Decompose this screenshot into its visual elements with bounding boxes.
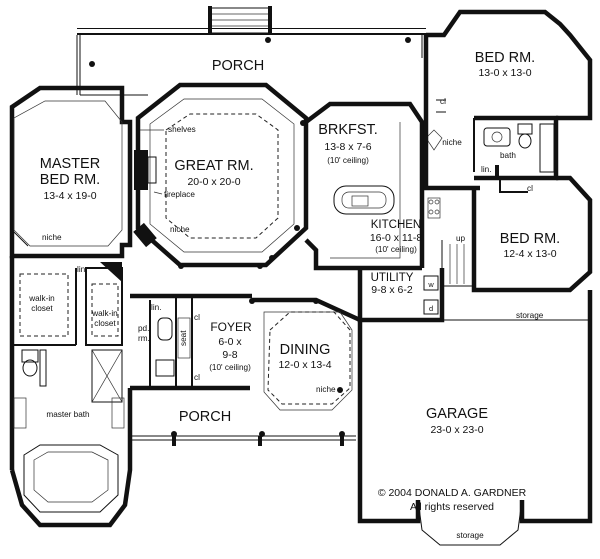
washer-label: w <box>427 280 434 289</box>
brkfst-note: (10' ceiling) <box>327 156 369 165</box>
master-dims: 13-4 x 19-0 <box>43 190 96 202</box>
walkin1-label-1: walk-in <box>28 294 55 303</box>
fireplace-label: fireplace <box>164 190 195 199</box>
bath-label: bath <box>500 151 516 160</box>
stair-up-label: up <box>456 234 466 243</box>
dryer-label: d <box>429 304 433 313</box>
foyer-dims-1: 6-0 x <box>218 336 242 348</box>
shelves-label: shelves <box>168 125 196 134</box>
kitchen-dims: 16-0 x 11-8 <box>370 232 422 244</box>
great-room: GREAT RM. 20-0 x 20-0 shelves fireplace … <box>133 82 309 269</box>
master-label-1: MASTER <box>40 156 100 172</box>
great-dims: 20-0 x 20-0 <box>187 176 240 188</box>
dining-dims: 12-0 x 13-4 <box>278 359 331 371</box>
master-label-2: BED RM. <box>40 172 100 188</box>
foyer-closet-bottom: cl <box>194 373 200 382</box>
utility-dims: 9-8 x 6-2 <box>371 284 413 296</box>
dining-room: DINING 12-0 x 13-4 niche <box>249 297 361 411</box>
dining-label: DINING <box>280 342 331 358</box>
foyer: FOYER 6-0 x 9-8 (10' ceiling) lin. cl cl… <box>130 293 252 391</box>
utility-area: up w d UTILITY 9-8 x 6-2 <box>357 234 474 323</box>
bath-right: bath lin. cl <box>474 115 559 193</box>
foyer-note: (10' ceiling) <box>209 363 251 372</box>
master-niche-label: niche <box>42 233 62 242</box>
walkin2-label-2: closet <box>94 319 116 328</box>
porch-bottom: PORCH <box>130 409 356 446</box>
kitchen-niche-label: niche <box>442 138 462 147</box>
bedroom-2: BED RM. 12-4 x 13-0 <box>471 175 593 293</box>
porch-top-label: PORCH <box>212 58 264 74</box>
master-bath-label: master bath <box>46 410 90 419</box>
master-bedroom: MASTER BED RM. 13-4 x 19-0 niche <box>9 85 133 259</box>
bed1-dims: 13-0 x 13-0 <box>478 67 531 79</box>
brkfst-dims: 13-8 x 7-6 <box>324 141 371 153</box>
bed2-closet-label: cl <box>527 184 533 193</box>
master-suite-closets: walk-in closet walk-in closet lin. maste… <box>9 256 133 528</box>
walkin1-label-2: closet <box>31 304 53 313</box>
dining-niche-label: niche <box>316 385 336 394</box>
foyer-closet-top: cl <box>194 313 200 322</box>
bed2-label: BED RM. <box>500 231 560 247</box>
garage: storage storage GARAGE 23-0 x 23-0 © 200… <box>357 290 593 546</box>
brkfst-label: BRKFST. <box>318 122 378 138</box>
garage-dims: 23-0 x 23-0 <box>430 424 483 436</box>
storage-right-label: storage <box>516 311 544 320</box>
bed1-closet-label: cl <box>440 97 446 106</box>
bed2-dims: 12-4 x 13-0 <box>503 248 556 260</box>
garage-label: GARAGE <box>426 406 488 422</box>
bedroom-1: BED RM. 13-0 x 13-0 cl <box>423 9 593 191</box>
powder-label-2: rm. <box>138 334 150 343</box>
great-label: GREAT RM. <box>174 158 253 174</box>
foyer-label: FOYER <box>210 320 252 334</box>
copyright-line-2: All rights reserved <box>410 501 494 513</box>
bath-linen-label: lin. <box>481 165 491 174</box>
powder-label-1: pd. <box>138 324 149 333</box>
kitchen-label: KITCHEN <box>371 219 421 231</box>
seat-label: seat <box>179 330 188 346</box>
porch-top: PORCH <box>76 6 426 96</box>
utility-label: UTILITY <box>371 272 414 284</box>
walkin2-label-1: walk-in <box>91 309 118 318</box>
foyer-dims-2: 9-8 <box>222 349 237 361</box>
foyer-linen-label: lin. <box>151 303 161 312</box>
master-linen-label: lin. <box>77 265 87 274</box>
breakfast-kitchen: BRKFST. 13-8 x 7-6 (10' ceiling) KITCHEN… <box>304 101 462 271</box>
bed1-label: BED RM. <box>475 50 535 66</box>
great-niche-label: niche <box>170 225 190 234</box>
copyright-line-1: © 2004 DONALD A. GARDNER <box>378 487 527 499</box>
storage-bottom-label: storage <box>456 531 484 540</box>
kitchen-note: (10' ceiling) <box>375 245 417 254</box>
porch-bottom-label: PORCH <box>179 409 231 425</box>
